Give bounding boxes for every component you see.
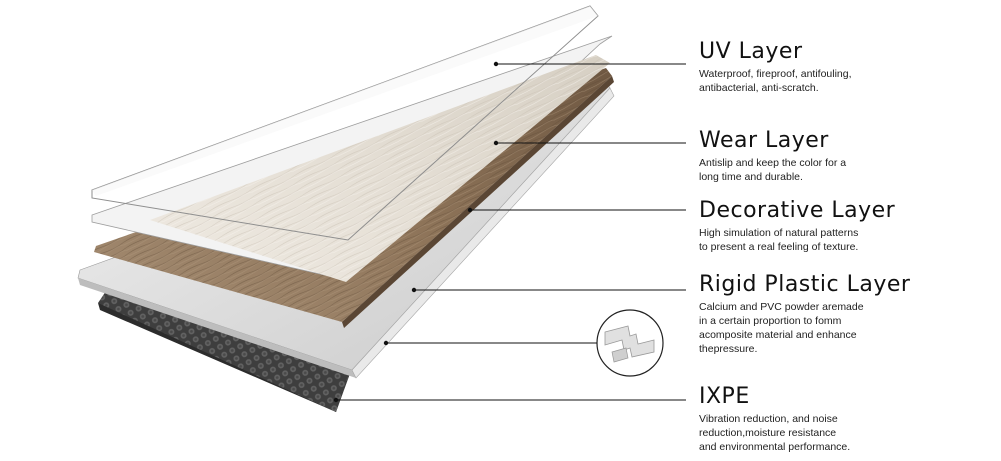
- uv-layer-title: UV Layer: [699, 39, 803, 64]
- uv-layer-leader-dot: [493, 61, 499, 67]
- click-lock-joint-icon: [596, 309, 664, 377]
- wear-layer-label: Wear Layer Antislip and keep the color f…: [699, 128, 899, 184]
- ixpe-leader-dot: [333, 397, 339, 403]
- joint-leader-dot: [383, 340, 389, 346]
- leader-lines: [333, 61, 686, 403]
- decorative-layer-description: High simulation of natural patterns to p…: [699, 227, 859, 253]
- uv-layer-graphic: [91, 5, 599, 241]
- decorative-layer-label: Decorative Layer High simulation of natu…: [699, 198, 899, 254]
- wear-layer-description: Antislip and keep the color for a long t…: [699, 157, 847, 183]
- wear-layer-leader-dot: [493, 140, 499, 146]
- uv-layer-description: Waterproof, fireproof, antifouling, anti…: [699, 68, 852, 94]
- ixpe-title: IXPE: [699, 384, 750, 409]
- rigid-plastic-layer-leader-dot: [411, 287, 417, 293]
- wear-layer-title: Wear Layer: [699, 128, 829, 153]
- decorative-layer-leader-dot: [467, 207, 473, 213]
- ixpe-label: IXPE Vibration reduction, and noise redu…: [699, 384, 899, 454]
- ixpe-description: Vibration reduction, and noise reduction…: [699, 413, 851, 453]
- rigid-plastic-layer-title: Rigid Plastic Layer: [699, 272, 911, 297]
- ixpe-layer-graphic: [98, 288, 352, 412]
- rigid-plastic-layer-description: Calcium and PVC powder aremade in a cert…: [699, 301, 864, 355]
- rigid-plastic-layer-label: Rigid Plastic Layer Calcium and PVC powd…: [699, 272, 910, 356]
- uv-layer-label: UV Layer Waterproof, fireproof, antifoul…: [699, 39, 899, 95]
- decorative-layer-title: Decorative Layer: [699, 198, 896, 223]
